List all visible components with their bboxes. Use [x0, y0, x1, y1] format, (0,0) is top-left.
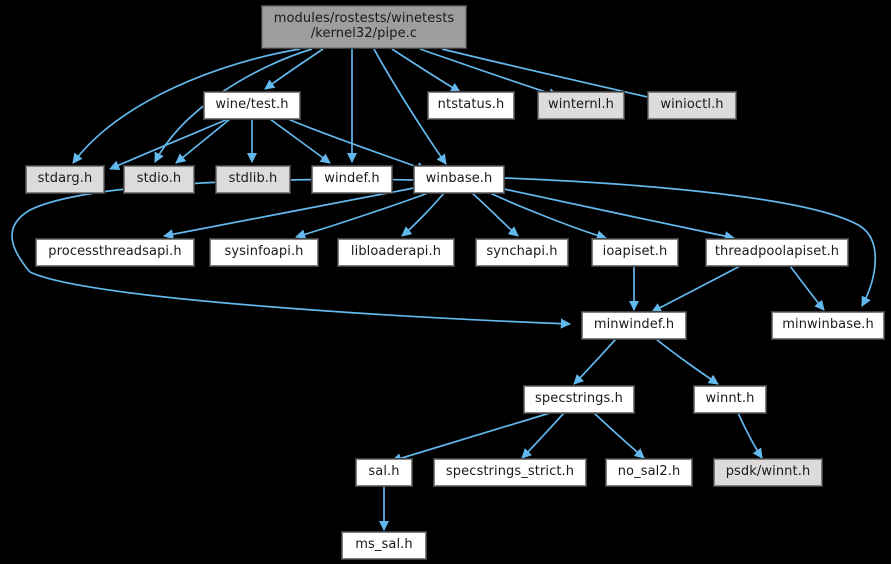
edge-wine_test-to-stdio	[175, 118, 231, 164]
node-sal[interactable]: sal.h	[355, 458, 413, 487]
node-label-ntstatus: ntstatus.h	[437, 97, 505, 113]
edge-root-to-winbase	[373, 48, 447, 165]
edge-wine_test-to-winbase	[287, 118, 427, 172]
edge-root-to-wine_test	[264, 48, 324, 90]
node-specstrings_strict[interactable]: specstrings_strict.h	[433, 458, 587, 487]
node-processthreadsapi[interactable]: processthreadsapi.h	[35, 238, 195, 267]
edge-winnt-to-psdk_winnt	[737, 412, 763, 459]
node-label-root: modules/rostests/winetests /kernel32/pip…	[273, 11, 455, 41]
edge-specstrings-to-no_sal2	[593, 412, 645, 459]
node-label-winnt: winnt.h	[705, 391, 755, 407]
edge-winbase-to-libloaderapi	[401, 192, 445, 237]
edge-specstrings-to-sal	[391, 412, 551, 464]
node-minwinbase[interactable]: minwinbase.h	[771, 311, 885, 340]
node-synchapi[interactable]: synchapi.h	[475, 238, 569, 267]
node-no_sal2[interactable]: no_sal2.h	[605, 458, 693, 487]
node-stdio[interactable]: stdio.h	[123, 165, 195, 194]
node-label-windef: windef.h	[324, 171, 380, 187]
node-label-minwinbase: minwinbase.h	[782, 317, 874, 333]
edge-winbase-to-threadpoolapiset	[503, 188, 735, 242]
node-label-threadpoolapiset: threadpoolapiset.h	[714, 244, 840, 260]
node-label-stdio: stdio.h	[136, 171, 182, 187]
node-winternl[interactable]: winternl.h	[537, 91, 625, 120]
node-label-winternl: winternl.h	[548, 97, 614, 113]
node-label-libloaderapi: libloaderapi.h	[350, 244, 442, 260]
node-label-stdlib: stdlib.h	[228, 171, 278, 187]
edge-root-to-winioctl	[441, 48, 666, 104]
edge-winbase-to-minwinbase	[503, 177, 877, 307]
node-label-psdk_winnt: psdk/winnt.h	[725, 464, 811, 480]
node-winbase[interactable]: winbase.h	[413, 165, 505, 194]
node-label-minwindef: minwindef.h	[593, 317, 675, 333]
edge-root-to-stdarg	[72, 48, 301, 164]
node-label-sal: sal.h	[368, 464, 400, 480]
node-winioctl[interactable]: winioctl.h	[647, 91, 737, 120]
node-sysinfoapi[interactable]: sysinfoapi.h	[209, 238, 319, 267]
edge-minwindef-to-winnt	[655, 338, 719, 385]
node-label-sysinfoapi: sysinfoapi.h	[224, 244, 304, 260]
node-minwindef[interactable]: minwindef.h	[581, 311, 687, 340]
node-specstrings[interactable]: specstrings.h	[523, 385, 635, 414]
node-label-specstrings: specstrings.h	[535, 391, 623, 407]
edge-wine_test-to-windef	[269, 118, 331, 164]
node-label-specstrings_strict: specstrings_strict.h	[445, 464, 575, 480]
edge-minwindef-to-specstrings	[573, 338, 617, 385]
node-winnt[interactable]: winnt.h	[693, 385, 767, 414]
node-windef[interactable]: windef.h	[311, 165, 393, 194]
edge-threadpoolapiset-to-minwindef	[651, 265, 741, 313]
node-stdarg[interactable]: stdarg.h	[25, 165, 105, 194]
node-ntstatus[interactable]: ntstatus.h	[427, 91, 515, 120]
edge-root-to-stdio	[154, 48, 313, 163]
node-label-winbase: winbase.h	[425, 171, 493, 187]
node-threadpoolapiset[interactable]: threadpoolapiset.h	[705, 238, 849, 267]
node-libloaderapi[interactable]: libloaderapi.h	[337, 238, 455, 267]
node-ioapiset[interactable]: ioapiset.h	[591, 238, 679, 267]
node-label-ioapiset: ioapiset.h	[602, 244, 668, 260]
node-label-stdarg: stdarg.h	[37, 171, 93, 187]
node-psdk_winnt[interactable]: psdk/winnt.h	[713, 458, 823, 487]
node-label-processthreadsapi: processthreadsapi.h	[48, 244, 182, 260]
node-label-ms_sal: ms_sal.h	[355, 537, 413, 553]
edge-winbase-to-sysinfoapi	[295, 192, 429, 240]
node-wine_test[interactable]: wine/test.h	[203, 91, 301, 120]
edge-specstrings-to-specstrings_strict	[521, 412, 565, 459]
edge-winbase-to-ioapiset	[489, 192, 607, 241]
node-label-synchapi: synchapi.h	[486, 244, 558, 260]
edge-threadpoolapiset-to-minwinbase	[789, 265, 825, 311]
node-ms_sal[interactable]: ms_sal.h	[341, 531, 427, 560]
edge-root-to-winternl	[419, 48, 559, 99]
edge-winbase-to-synchapi	[471, 192, 519, 237]
node-stdlib[interactable]: stdlib.h	[215, 165, 291, 194]
node-label-wine_test: wine/test.h	[215, 97, 289, 113]
node-label-winioctl: winioctl.h	[660, 97, 724, 113]
node-root[interactable]: modules/rostests/winetests /kernel32/pip…	[261, 5, 467, 49]
node-label-no_sal2: no_sal2.h	[617, 464, 681, 480]
edge-wine_test-to-stdarg	[109, 118, 229, 170]
edge-root-to-ntstatus	[391, 48, 461, 93]
